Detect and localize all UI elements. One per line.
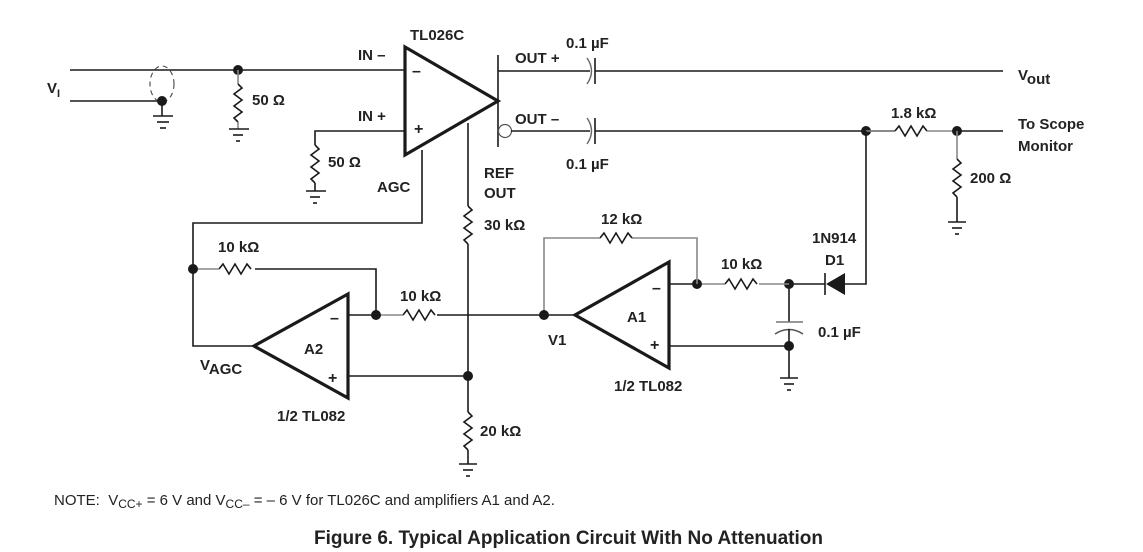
a2-label: A2 <box>304 341 323 358</box>
plus-sign: + <box>650 337 659 354</box>
r-ref-label: 30 kΩ <box>484 217 525 234</box>
wire-in-plus <box>314 130 405 145</box>
resistor-icon <box>894 124 928 138</box>
minus-sign: – <box>412 63 421 80</box>
resistor-icon <box>462 411 474 451</box>
wire <box>255 268 377 315</box>
vi-label: VI <box>47 80 60 100</box>
a1-label: A1 <box>627 309 646 326</box>
r-a2-in-label: 10 kΩ <box>400 288 441 305</box>
vcc-minus-value: = – 6 V for TL026C and amplifiers A1 and… <box>249 492 555 509</box>
r-a1-feedback-label: 12 kΩ <box>601 211 642 228</box>
ground-icon <box>153 115 173 129</box>
r-in1-label: 50 Ω <box>252 92 285 109</box>
r-scope-shunt-label: 200 Ω <box>970 170 1011 187</box>
wire <box>845 131 867 285</box>
a1-part-label: 1/2 TL082 <box>614 378 682 395</box>
note-prefix: NOTE: <box>54 492 100 509</box>
c-out-minus-label: 0.1 µF <box>566 156 609 173</box>
c-out-plus-label: 0.1 µF <box>566 35 609 52</box>
diode-part-label: 1N914 <box>812 230 857 247</box>
vcc-minus-subscript: CC– <box>225 497 250 511</box>
ref-out-label-1: REF <box>484 165 514 182</box>
tl026c-amplifier <box>403 44 502 158</box>
diode-icon <box>824 273 845 295</box>
wire <box>543 237 600 315</box>
r-bias-label: 20 kΩ <box>480 423 521 440</box>
vcc-plus-value: = 6 V and <box>142 492 216 509</box>
vcc-plus-subscript: CC+ <box>118 497 143 511</box>
wire-agc <box>192 150 423 347</box>
resistor-icon <box>724 277 758 291</box>
vagc-label: VAGC <box>200 357 242 378</box>
minus-sign: – <box>652 280 661 297</box>
figure-caption-text: Figure 6. Typical Application Circuit Wi… <box>314 528 823 549</box>
diode-ref-label: D1 <box>825 252 844 269</box>
resistor-icon <box>402 308 436 322</box>
ref-out-label-2: OUT <box>484 185 516 202</box>
ground-icon <box>306 190 326 204</box>
a1-amplifier <box>571 259 671 371</box>
scope-label-2: Monitor <box>1018 138 1073 155</box>
vcc-plus-symbol: V <box>108 492 119 509</box>
wire <box>632 237 698 284</box>
resistor-icon <box>309 144 321 184</box>
ground-icon <box>780 377 798 391</box>
v1-label: V1 <box>548 332 566 349</box>
in-minus-label: IN – <box>358 47 386 64</box>
resistor-icon <box>218 262 252 276</box>
minus-sign: – <box>330 310 339 327</box>
figure-note: NOTE: VCC+ = 6 V and VCC– = – 6 V for TL… <box>54 492 555 511</box>
tl026c-label: TL026C <box>410 27 464 44</box>
r-scope-series-label: 1.8 kΩ <box>891 105 936 122</box>
scope-label-1: To Scope <box>1018 116 1084 133</box>
coax-shield-icon <box>149 65 175 103</box>
ground-icon <box>948 221 966 235</box>
plus-sign: + <box>328 370 337 387</box>
ground-icon <box>459 463 477 477</box>
r-a2-feedback-label: 10 kΩ <box>218 239 259 256</box>
a2-part-label: 1/2 TL082 <box>277 408 345 425</box>
in-plus-label: IN + <box>358 108 386 125</box>
resistor-icon <box>951 158 963 198</box>
plus-sign: + <box>414 121 423 138</box>
resistor-icon <box>462 205 474 245</box>
resistor-icon <box>232 83 244 123</box>
vcc-minus-symbol: V <box>215 492 226 509</box>
r-a1-in-label: 10 kΩ <box>721 256 762 273</box>
c-filter-label: 0.1 µF <box>818 324 861 341</box>
figure-caption: Figure 6. Typical Application Circuit Wi… <box>0 528 1143 550</box>
r-in2-label: 50 Ω <box>328 154 361 171</box>
out-plus-label: OUT + <box>515 50 560 67</box>
out-minus-label: OUT – <box>515 111 559 128</box>
inverting-bubble-icon <box>497 123 513 139</box>
ground-icon <box>229 128 249 142</box>
agc-label: AGC <box>377 179 411 196</box>
resistor-icon <box>599 231 633 245</box>
vout-label: Vout <box>1018 67 1050 88</box>
a2-amplifier <box>250 291 350 401</box>
